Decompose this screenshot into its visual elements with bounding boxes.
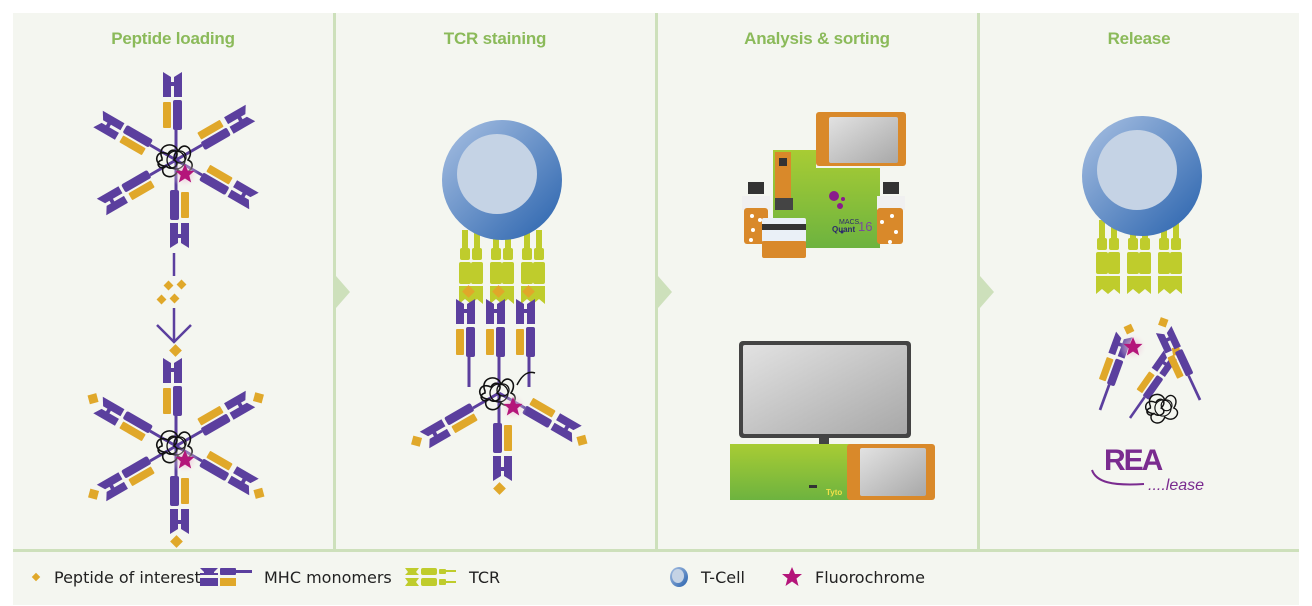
stage-divider (333, 13, 336, 550)
analyzer-number: 16 (858, 219, 872, 234)
stage-arrow-icon (980, 276, 994, 308)
t-cell-released (1082, 116, 1202, 294)
stage-divider (977, 13, 980, 550)
legend-item-mhc: MHC monomers (200, 555, 392, 599)
legend-item-tcr: TCR (405, 555, 500, 599)
legend-label: Fluorochrome (815, 567, 925, 587)
macsquant-analyzer: MACS Quant 16 (742, 112, 906, 258)
mhc-multimer-unloaded (91, 70, 261, 250)
legend-label: MHC monomers (264, 567, 392, 587)
stage-title-release: Release (1107, 29, 1171, 48)
legend-item-peptide: Peptide of interest (30, 555, 201, 599)
sorter-brand: Tyto (826, 488, 842, 497)
released-mhc-monomers (1089, 315, 1205, 424)
legend-divider (13, 549, 1299, 552)
loading-arrow-icon (156, 253, 192, 344)
stage-title-tcr-staining: TCR staining (443, 29, 547, 48)
stage-arrow-icon (658, 276, 672, 308)
stage-divider (655, 13, 658, 550)
stage-arrow-icon (336, 276, 350, 308)
tcr-icon (405, 568, 456, 586)
rea-lease-logo: REA ....lease (1091, 444, 1204, 494)
legend: Peptide of interest MHC monomers TCR (13, 555, 1299, 599)
t-cell-icon (670, 567, 688, 587)
tyto-sorter: Tyto (730, 341, 935, 500)
legend-label: Peptide of interest (54, 567, 201, 587)
rea-logo-sub: ....lease (1148, 477, 1204, 494)
stage-title-analysis-sorting: Analysis & sorting (744, 29, 890, 48)
peptide-diamond-icon (31, 572, 41, 582)
mhc-multimer-loaded (81, 344, 270, 548)
legend-label: T-Cell (701, 567, 745, 587)
mhc-monomer-icon (200, 568, 252, 586)
rea-logo-main: REA (1104, 444, 1163, 477)
analyzer-model: Quant (832, 225, 855, 234)
t-cell-stained (408, 120, 594, 495)
legend-item-tcell: T-Cell (669, 555, 745, 599)
legend-item-fluorochrome: Fluorochrome (781, 555, 925, 599)
stage-title-peptide-loading: Peptide loading (111, 29, 235, 48)
fluorochrome-star-icon (782, 567, 802, 586)
analyzer-brand: MACS (839, 219, 860, 226)
legend-label: TCR (469, 567, 501, 587)
